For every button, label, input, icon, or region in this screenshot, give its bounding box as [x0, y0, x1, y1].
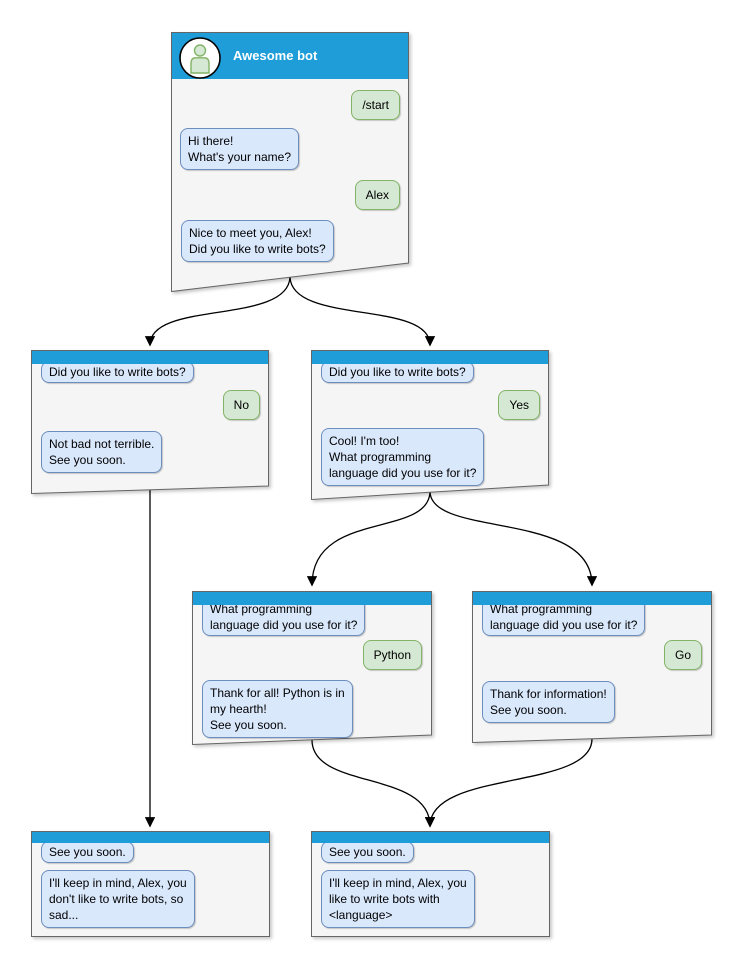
- chat-window-python: What programming language did you use fo…: [192, 591, 432, 746]
- user-message-bubble: Yes: [498, 390, 540, 420]
- connector-yes-to-go: [429, 491, 598, 587]
- chat-header: [32, 351, 268, 364]
- bot-message-bubble: Not bad not terrible. See you soon.: [41, 431, 163, 473]
- chat-header: [312, 351, 548, 364]
- connector-go-to-end: [424, 738, 593, 828]
- bot-message-bubble: See you soon.: [321, 841, 414, 863]
- bot-message-bubble: I'll keep in mind, Alex, you like to wri…: [321, 870, 475, 928]
- bot-message-bubble: Thank for information! See you soon.: [482, 681, 615, 723]
- bot-message-bubble: Nice to meet you, Alex! Did you like to …: [181, 220, 334, 262]
- chat-window-branch-yes: Did you like to write bots? Yes Cool! I'…: [311, 350, 549, 501]
- user-message-bubble: No: [222, 390, 260, 420]
- chat-header: [193, 592, 431, 605]
- bot-avatar-icon: [179, 37, 221, 79]
- chat-header: [32, 832, 269, 843]
- bot-message-bubble: Thank for all! Python is in my hearth! S…: [202, 680, 353, 738]
- chat-window-end-no: See you soon. I'll keep in mind, Alex, y…: [31, 831, 270, 937]
- user-message-bubble: Alex: [354, 180, 400, 210]
- bot-name-title: Awesome bot: [233, 48, 318, 63]
- chat-header: Awesome bot: [172, 33, 408, 79]
- bot-message-bubble: I'll keep in mind, Alex, you don't like …: [41, 870, 195, 928]
- user-message-bubble: Go: [663, 640, 702, 670]
- chat-window-start: Awesome bot /start Hi there! What's your…: [171, 32, 409, 293]
- connector-yes-to-python: [306, 491, 431, 587]
- bot-message-bubble: Did you like to write bots?: [41, 361, 194, 383]
- chat-header: [473, 592, 711, 605]
- bot-message-bubble: Cool! I'm too! What programming language…: [321, 428, 485, 486]
- chat-window-end-yes: See you soon. I'll keep in mind, Alex, y…: [311, 831, 550, 937]
- chat-header: [312, 832, 549, 843]
- user-message-bubble: Python: [362, 640, 422, 670]
- bot-message-bubble: See you soon.: [41, 841, 134, 863]
- bot-message-bubble: Hi there! What's your name?: [180, 128, 300, 170]
- chat-window-go: What programming language did you use fo…: [472, 591, 712, 744]
- user-message-bubble: /start: [351, 90, 400, 120]
- bot-message-bubble: Did you like to write bots?: [321, 361, 474, 383]
- connector-python-to-end: [311, 739, 436, 828]
- chat-window-branch-no: Did you like to write bots? No Not bad n…: [31, 350, 269, 495]
